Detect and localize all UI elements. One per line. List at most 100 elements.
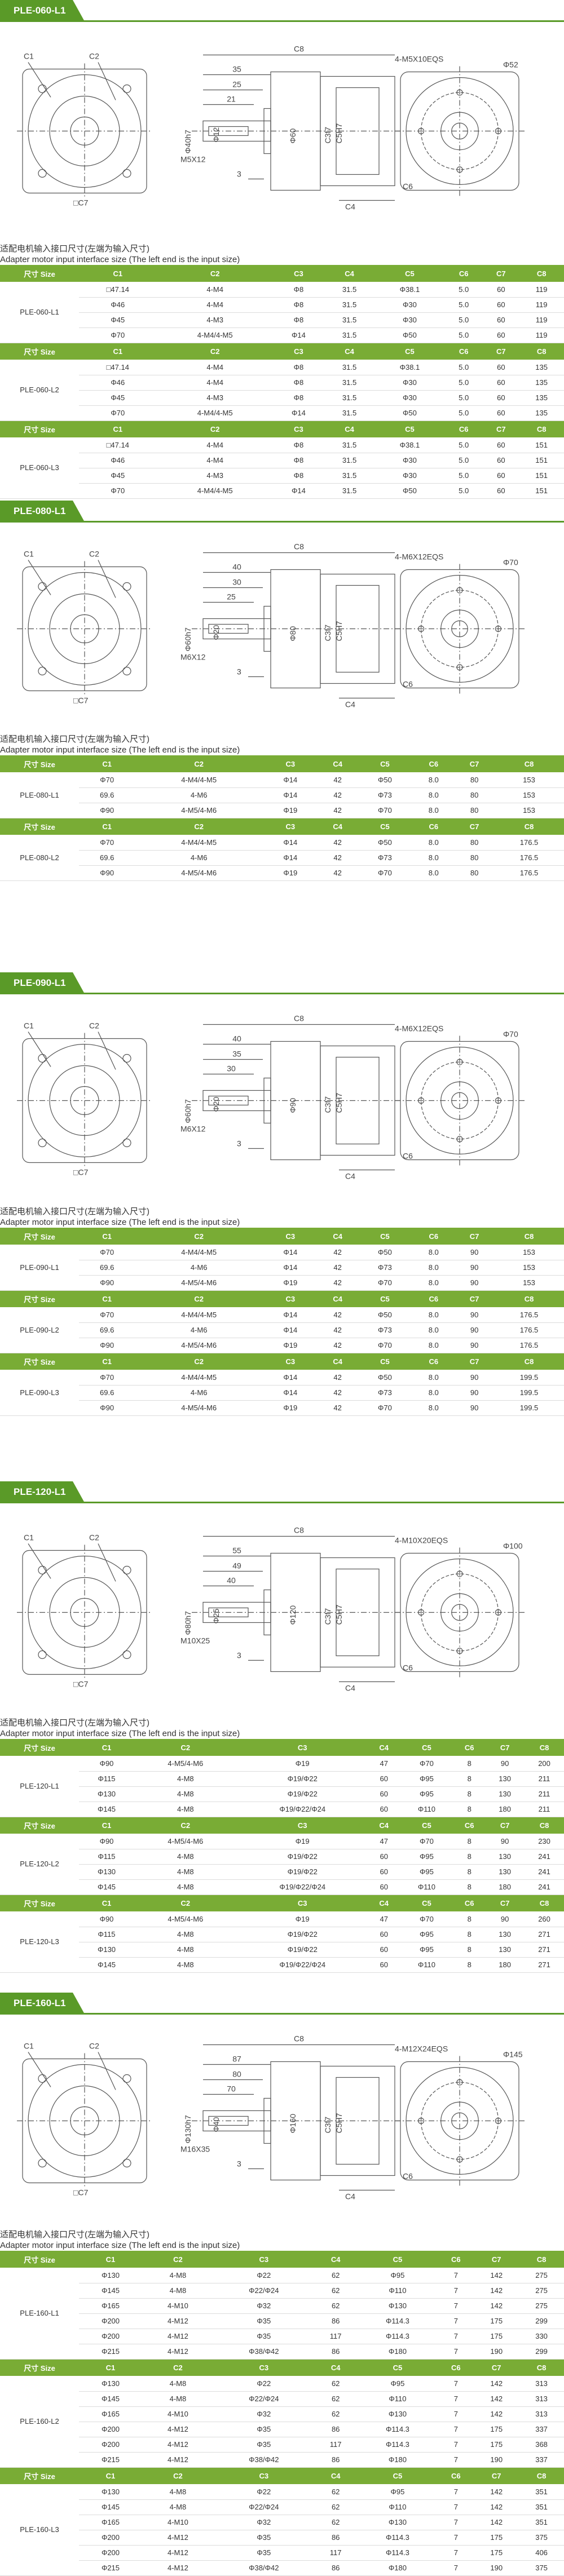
table-cell: 4-M3 <box>156 312 274 328</box>
table-cell: 4-M8 <box>134 1957 237 1973</box>
column-header: C5 <box>357 2467 438 2484</box>
column-header: C7 <box>483 421 519 437</box>
table-cell: 60 <box>368 1927 400 1942</box>
table-cell: Φ14 <box>262 1260 318 1276</box>
column-header: C4 <box>368 1895 400 1911</box>
table-cell: 80 <box>455 835 495 851</box>
table-cell: 175 <box>474 2530 519 2546</box>
dim-label-eqs: 4-M5X10EQS <box>395 55 443 64</box>
table-cell: 190 <box>474 2344 519 2360</box>
table-cell: 142 <box>474 2515 519 2530</box>
table-cell: 60 <box>483 327 519 343</box>
dim-label-length-3: 21 <box>227 95 236 104</box>
table-cell: 62 <box>314 2391 358 2407</box>
caption-chinese: 适配电机输入接口尺寸(左端为输入尺寸) <box>0 734 149 744</box>
model-name-cell: PLE-120-L1 <box>0 1756 79 1817</box>
column-header: 尺寸 Size <box>0 818 79 835</box>
dim-label-c3: C3f7 <box>323 127 332 144</box>
dim-label-length-2: 80 <box>232 2070 241 2079</box>
dim-label-shoulder: 3 <box>237 667 241 676</box>
column-header: C7 <box>474 2467 519 2484</box>
table-cell: 351 <box>519 2499 564 2515</box>
table-cell: 142 <box>474 2376 519 2392</box>
table-cell: 90 <box>455 1260 495 1276</box>
table-cell: Φ145 <box>79 2283 142 2299</box>
table-cell: Φ19 <box>262 803 318 818</box>
table-cell: 42 <box>318 1370 358 1386</box>
table-cell: 175 <box>474 2329 519 2344</box>
dim-label-eqs: 4-M6X12EQS <box>395 1024 443 1033</box>
table-cell: 47 <box>368 1756 400 1772</box>
column-header: C4 <box>318 1290 358 1307</box>
table-cell: Φ110 <box>399 1879 454 1895</box>
table-cell: 8 <box>453 1942 486 1958</box>
table-cell: 199.5 <box>494 1385 564 1401</box>
table-cell: Φ32 <box>213 2406 314 2422</box>
table-cell: Φ70 <box>357 1400 413 1416</box>
table-cell: 4-M6 <box>135 1260 263 1276</box>
table-cell: 5.0 <box>444 360 483 375</box>
table-cell: 375 <box>519 2530 564 2546</box>
table-cell: 4-M4 <box>156 375 274 391</box>
table-cell: Φ165 <box>79 2515 142 2530</box>
table-cell: 90 <box>455 1385 495 1401</box>
mount-hole <box>38 582 47 591</box>
column-header: 尺寸 Size <box>0 1228 79 1245</box>
table-cell: □47.14 <box>79 282 157 298</box>
column-header: C8 <box>494 755 564 772</box>
table-cell: 5.0 <box>444 453 483 468</box>
mount-hole <box>122 1054 131 1063</box>
model-name-cell: PLE-060-L3 <box>0 437 79 499</box>
table-cell: 4-M5/4-M6 <box>134 1911 237 1927</box>
table-cell: 42 <box>318 1260 358 1276</box>
mount-hole <box>122 2074 131 2083</box>
table-cell: 4-M5/4-M6 <box>134 1756 237 1772</box>
column-header: C7 <box>483 343 519 360</box>
table-cell: Φ50 <box>357 835 413 851</box>
column-header: C2 <box>142 2359 214 2376</box>
table-cell: Φ215 <box>79 2560 142 2576</box>
column-header: C1 <box>79 1290 135 1307</box>
column-header: C3 <box>273 343 324 360</box>
table-cell: Φ38.1 <box>374 437 444 453</box>
table-cell: Φ8 <box>273 468 324 484</box>
column-header: C5 <box>357 1290 413 1307</box>
table-cell: 4-M12 <box>142 2313 214 2329</box>
table-cell: Φ8 <box>273 390 324 406</box>
table-cell: 299 <box>519 2344 564 2360</box>
model-name-cell: PLE-060-L1 <box>0 282 79 343</box>
column-header: C1 <box>79 343 157 360</box>
table-cell: 4-M10 <box>142 2515 214 2530</box>
table-cell: Φ114.3 <box>357 2545 438 2561</box>
dim-label-pilot-dia: Φ60h7 <box>183 627 192 652</box>
table-cell: Φ22/Φ24 <box>213 2391 314 2407</box>
table-cell: Φ110 <box>399 1802 454 1817</box>
mount-hole <box>38 169 47 178</box>
table-cell: Φ19/Φ22/Φ24 <box>236 1802 368 1817</box>
column-header: C3 <box>213 2467 314 2484</box>
table-cell: Φ95 <box>399 1771 454 1787</box>
table-cell: Φ70 <box>79 327 157 343</box>
table-cell: 130 <box>485 1849 525 1865</box>
table-cell: Φ200 <box>79 2329 142 2344</box>
model-name-cell: PLE-120-L2 <box>0 1834 79 1895</box>
table-cell: 4-M5/4-M6 <box>135 1400 263 1416</box>
table-cell: Φ22/Φ24 <box>213 2499 314 2515</box>
table-caption: 适配电机输入接口尺寸(左端为输入尺寸)Adapter motor input i… <box>0 1206 240 1228</box>
table-cell: 4-M4/4-M5 <box>135 835 263 851</box>
column-header: C4 <box>368 1739 400 1756</box>
table-cell: Φ200 <box>79 2545 142 2561</box>
column-header: C2 <box>156 421 274 437</box>
column-header: C8 <box>525 1817 564 1834</box>
